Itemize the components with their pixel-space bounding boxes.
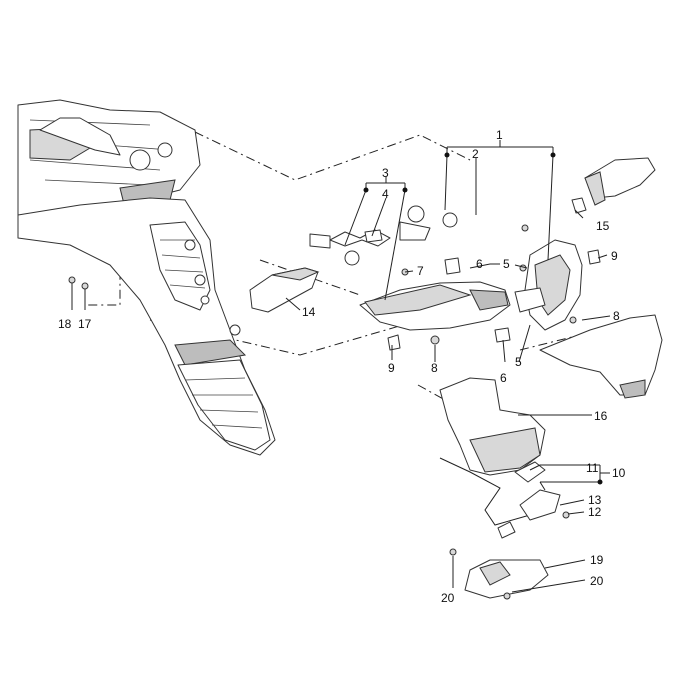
callout-11: 11 (586, 461, 599, 475)
callout-3: 3 (382, 166, 389, 180)
callout-15: 15 (596, 219, 610, 233)
light-housing-bracket (514, 239, 583, 331)
rear-fender (17, 197, 276, 456)
tail-light-assembly (359, 281, 511, 331)
leader-lines (71, 140, 611, 593)
rear-cowl-panel (539, 314, 663, 399)
callout-13: 13 (588, 493, 602, 507)
callout-19: 19 (590, 553, 604, 567)
part-14-indicator-lens (249, 267, 320, 313)
plate-light-wiring (439, 457, 561, 539)
callout-9-bottom: 9 (388, 361, 395, 375)
callout-10: 10 (612, 466, 626, 480)
callout-8-bottom: 8 (431, 361, 438, 375)
callout-16: 16 (594, 409, 608, 423)
callout-2: 2 (472, 147, 479, 161)
part-15-front-indicator (571, 157, 656, 214)
callout-14: 14 (302, 305, 316, 319)
callout-7: 7 (417, 264, 424, 278)
callout-6-bottom: 6 (500, 371, 507, 385)
callout-17: 17 (78, 317, 92, 331)
part-19-plate-bracket (464, 559, 549, 599)
callout-20-left: 20 (441, 591, 455, 605)
bulb-assemblies (309, 205, 458, 266)
callout-4: 4 (382, 187, 389, 201)
scooter-rear-body (17, 99, 201, 219)
part-16-plate-holder (439, 377, 546, 476)
callout-9-right: 9 (611, 249, 618, 263)
callout-6-top: 6 (476, 257, 483, 271)
callout-12: 12 (588, 505, 602, 519)
callout-1: 1 (496, 128, 503, 142)
callout-8-right: 8 (613, 309, 620, 323)
callout-5-top: 5 (503, 257, 510, 271)
callout-20-right: 20 (590, 574, 604, 588)
callout-labels: 1 2 3 4 5 5 6 6 7 8 8 9 9 10 11 12 13 14… (58, 128, 626, 605)
callout-5-bottom: 5 (515, 355, 522, 369)
callout-18: 18 (58, 317, 72, 331)
screws (68, 224, 601, 600)
leader-dots (363, 152, 603, 485)
